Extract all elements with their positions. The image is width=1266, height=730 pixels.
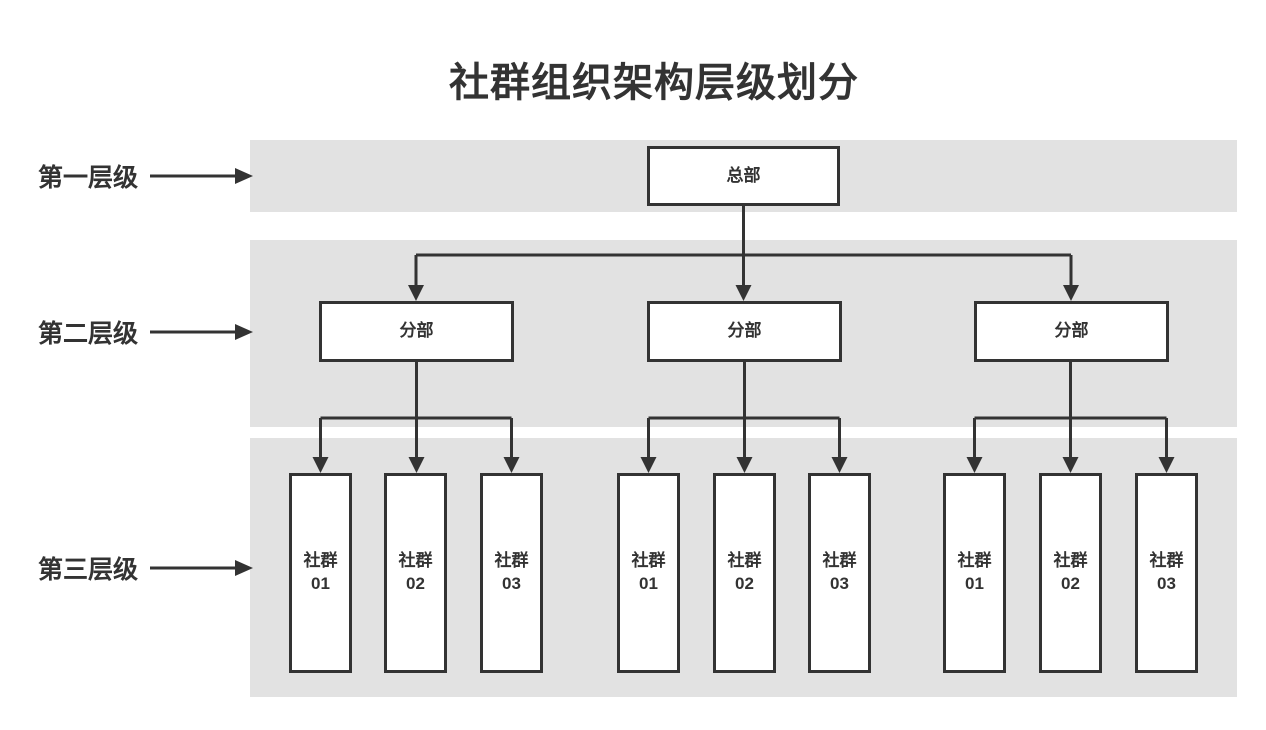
node-branch-2-label: 分部 [727, 321, 762, 341]
node-branch-3-label: 分部 [1054, 321, 1089, 341]
node-headquarters: 总部 [647, 146, 840, 206]
node-branch-1: 分部 [319, 301, 514, 362]
row-label-arrow-icon [150, 168, 253, 576]
row-label-level-3: 第三层级 [38, 556, 139, 584]
chart-title: 社群组织架构层级划分 [449, 61, 859, 105]
node-branch-1-label: 分部 [399, 321, 434, 341]
row-label-level-2: 第二层级 [38, 320, 139, 348]
node-headquarters-label: 总部 [726, 165, 761, 185]
row-label-level-1: 第一层级 [38, 164, 139, 192]
node-branch-3: 分部 [974, 301, 1169, 362]
node-branch-2: 分部 [647, 301, 842, 362]
